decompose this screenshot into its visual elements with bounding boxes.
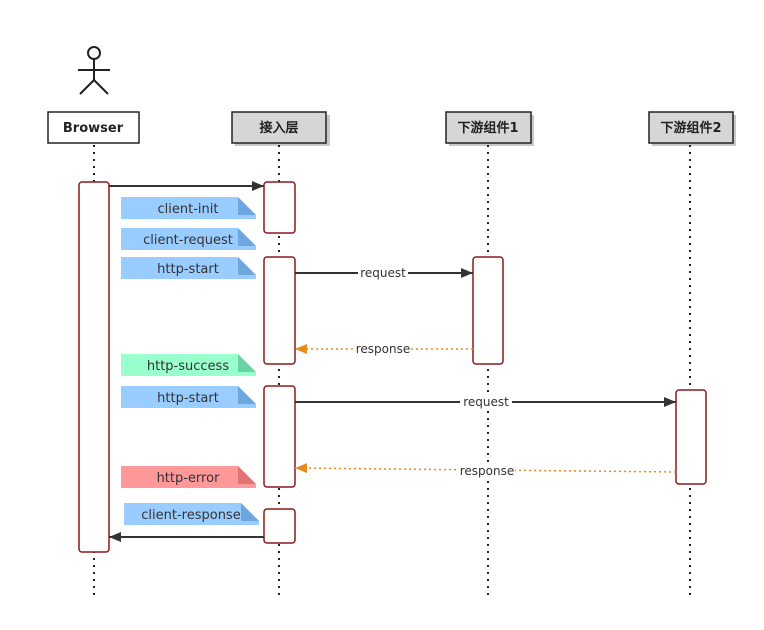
participant-downstream-1: 下游组件1 xyxy=(445,111,534,146)
note-shape xyxy=(121,257,256,279)
participant-label: Browser xyxy=(63,121,124,136)
note-shape xyxy=(121,466,256,488)
note-label: http-success xyxy=(147,359,229,374)
activation-access-3 xyxy=(263,385,296,488)
message-label: request xyxy=(360,266,406,280)
message-response-2: response xyxy=(294,463,677,479)
participant-access-layer: 接入层 xyxy=(231,111,330,146)
activation-access-4 xyxy=(263,508,296,544)
note-label: http-start xyxy=(157,262,219,277)
note-shape xyxy=(121,354,256,376)
message-request-1: request xyxy=(295,265,473,281)
message-label: request xyxy=(463,395,509,409)
participant-downstream-2: 下游组件2 xyxy=(648,111,736,146)
note-shape xyxy=(124,503,259,525)
message-request-2: request xyxy=(295,394,676,410)
note-client-request: client-request xyxy=(121,228,256,250)
actor-icon xyxy=(78,46,110,95)
note-http-start-2: http-start xyxy=(121,386,256,408)
participant-browser: Browser xyxy=(47,111,140,144)
note-label: http-error xyxy=(157,471,221,486)
activation-browser xyxy=(78,181,110,553)
message-response-1: response xyxy=(295,341,473,357)
activation-downstream-2 xyxy=(675,389,707,485)
participant-label: 接入层 xyxy=(259,120,298,136)
note-label: http-start xyxy=(157,391,219,406)
note-http-start-1: http-start xyxy=(121,257,256,279)
note-client-response: client-response xyxy=(124,503,259,525)
note-label: client-init xyxy=(158,202,219,217)
activation-access-1 xyxy=(263,181,296,234)
message-label: response xyxy=(460,464,515,478)
note-label: client-request xyxy=(143,233,233,248)
note-shape xyxy=(121,197,256,219)
note-shape xyxy=(121,386,256,408)
note-http-success: http-success xyxy=(121,354,256,376)
activation-access-2 xyxy=(263,256,296,365)
activation-downstream-1 xyxy=(472,256,504,365)
note-label: client-response xyxy=(141,508,240,523)
note-http-error: http-error xyxy=(121,466,256,488)
note-client-init: client-init xyxy=(121,197,256,219)
note-shape xyxy=(121,228,256,250)
participant-label: 下游组件1 xyxy=(457,120,518,136)
message-label: response xyxy=(356,342,411,356)
participant-label: 下游组件2 xyxy=(660,120,721,136)
